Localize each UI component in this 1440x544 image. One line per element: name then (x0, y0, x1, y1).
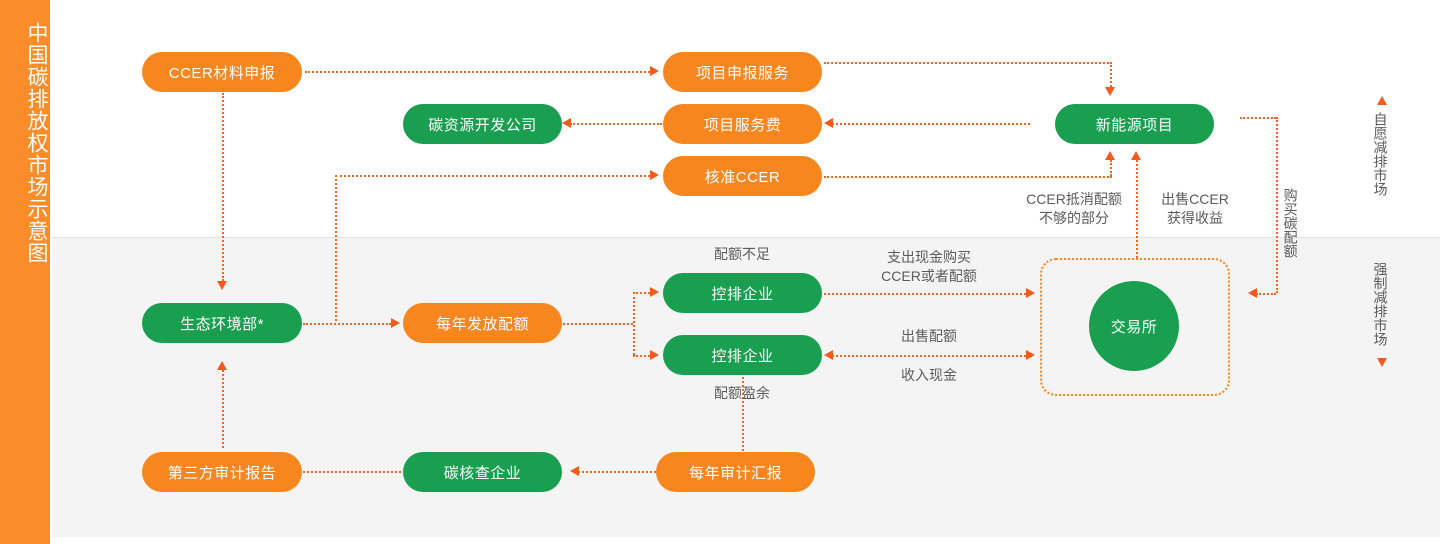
edge-quota-to-enterprise2 (633, 355, 653, 357)
arrowhead-voluntary-market (1377, 96, 1387, 105)
edge-enterprise1-to-exchange (824, 293, 1030, 295)
node-annual-quota-issue[interactable]: 每年发放配额 (403, 303, 562, 343)
node-annual-audit-report[interactable]: 每年审计汇报 (656, 452, 815, 492)
edge-quota-split-v (633, 292, 635, 355)
edge-verification-to-report (303, 471, 401, 473)
label-mandatory-market: 强制减排市场 (1372, 262, 1389, 346)
edge-exchange-to-newenergy (1136, 160, 1138, 258)
edge-newenergy-to-exchange-h2 (1256, 293, 1276, 295)
edge-fee-to-carboncompany (570, 123, 662, 125)
exchange-container (1040, 258, 1230, 396)
edge-approvedccer-to-newenergy-h (824, 176, 1112, 178)
label-pay-cash-line1: 支出现金购买 (887, 249, 971, 265)
label-ccer-offset-line1: CCER抵消配额 (1026, 191, 1122, 207)
node-label: 每年发放配额 (435, 315, 529, 333)
label-quota-shortage: 配额不足 (714, 246, 770, 262)
arrowhead-mandatory-market (1377, 358, 1387, 367)
node-new-energy-project[interactable]: 新能源项目 (1055, 104, 1214, 144)
arrowhead-ministry-to-quota (391, 318, 400, 328)
arrowhead-quota-to-enterprise2 (650, 350, 659, 360)
page-title: 中国碳排放权市场示意图 (25, 22, 48, 264)
edge-verification-to-ministry (222, 370, 224, 448)
node-third-party-audit-report[interactable]: 第三方审计报告 (142, 452, 302, 492)
edge-ministry-to-approvedccer (335, 175, 650, 177)
edge-quota-trunk (563, 323, 633, 325)
bottom-strip (52, 537, 1440, 544)
edge-ministry-to-quota (303, 323, 391, 325)
node-label: 项目服务费 (703, 116, 782, 134)
arrowhead-verification-to-ministry (217, 361, 227, 370)
node-label: 每年审计汇报 (688, 464, 782, 482)
node-label: 生态环境部* (180, 315, 264, 333)
arrowhead-exchange-to-enterprise2 (824, 350, 833, 360)
node-label: 项目申报服务 (695, 64, 789, 82)
arrowhead-enterprise2-to-exchange (1026, 350, 1035, 360)
node-label: 新能源项目 (1095, 116, 1174, 134)
node-project-declaration-service[interactable]: 项目申报服务 (663, 52, 822, 92)
edge-declaration-to-newenergy-v (1110, 62, 1112, 87)
label-ccer-offset: CCER抵消配额 不够的部分 (1000, 190, 1148, 228)
edge-ccer-to-ministry (222, 93, 224, 281)
node-carbon-resource-company[interactable]: 碳资源开发公司 (403, 104, 562, 144)
edge-newenergy-to-exchange-v (1276, 117, 1278, 293)
arrowhead-ministry-to-approvedccer (650, 170, 659, 180)
node-label: 控排企业 (711, 347, 774, 365)
node-controlled-enterprise-1[interactable]: 控排企业 (663, 273, 822, 313)
arrowhead-exchange-to-newenergy (1131, 151, 1141, 160)
label-buy-carbon-quota: 购买碳配额 (1282, 188, 1299, 258)
label-sell-ccer-line1: 出售CCER (1161, 191, 1229, 207)
node-exchange[interactable]: 交易所 (1089, 281, 1179, 371)
arrowhead-quota-to-enterprise1 (650, 287, 659, 297)
edge-audit-to-verification (578, 471, 656, 473)
label-pay-cash: 支出现金购买 CCER或者配额 (855, 248, 1003, 286)
arrowhead-newenergy-to-exchange (1248, 288, 1257, 298)
edge-newenergy-to-fee (832, 123, 1030, 125)
label-receive-cash: 收入现金 (901, 367, 957, 383)
edge-ccer-to-declaration (305, 71, 650, 73)
label-quota-surplus: 配额盈余 (714, 385, 770, 401)
title-sidebar: 中国碳排放权市场示意图 (0, 0, 50, 544)
edge-approvedccer-to-newenergy-v (1110, 160, 1112, 176)
node-label: CCER材料申报 (168, 64, 276, 82)
arrowhead-ccer-to-declaration (650, 66, 659, 76)
arrowhead-audit-to-verification (570, 466, 579, 476)
edge-newenergy-to-exchange-h (1240, 117, 1276, 119)
arrowhead-approvedccer-to-newenergy (1105, 151, 1115, 160)
label-voluntary-market: 自愿减排市场 (1372, 112, 1389, 196)
edge-ministry-riser (335, 175, 337, 321)
arrowhead-newenergy-to-fee (824, 118, 833, 128)
node-label: 第三方审计报告 (167, 464, 277, 482)
node-controlled-enterprise-2[interactable]: 控排企业 (663, 335, 822, 375)
node-label: 核准CCER (704, 168, 781, 186)
node-label: 碳资源开发公司 (428, 116, 537, 134)
arrowhead-fee-to-carboncompany (562, 118, 571, 128)
label-sell-ccer-line2: 获得收益 (1167, 210, 1223, 226)
node-approved-ccer[interactable]: 核准CCER (663, 156, 822, 196)
node-label: 控排企业 (711, 285, 774, 303)
edge-declaration-to-newenergy-h (824, 62, 1112, 64)
edge-enterprise2-exchange (832, 355, 1030, 357)
edge-quota-to-enterprise1 (633, 292, 653, 294)
label-pay-cash-line2: CCER或者配额 (881, 268, 977, 284)
node-ministry-of-ecology[interactable]: 生态环境部* (142, 303, 302, 343)
node-project-service-fee[interactable]: 项目服务费 (663, 104, 822, 144)
label-sell-quota: 出售配额 (901, 328, 957, 344)
node-label: 碳核查企业 (443, 464, 522, 482)
arrowhead-declaration-to-newenergy (1105, 87, 1115, 96)
node-label: 交易所 (1110, 318, 1158, 336)
label-sell-ccer: 出售CCER 获得收益 (1148, 190, 1242, 228)
arrowhead-enterprise1-to-exchange (1026, 288, 1035, 298)
node-carbon-verification-company[interactable]: 碳核查企业 (403, 452, 562, 492)
arrowhead-ccer-to-ministry (217, 281, 227, 290)
node-ccer-material-declaration[interactable]: CCER材料申报 (142, 52, 302, 92)
edge-enterprise2-to-audit (742, 373, 744, 451)
label-ccer-offset-line2: 不够的部分 (1039, 210, 1109, 226)
